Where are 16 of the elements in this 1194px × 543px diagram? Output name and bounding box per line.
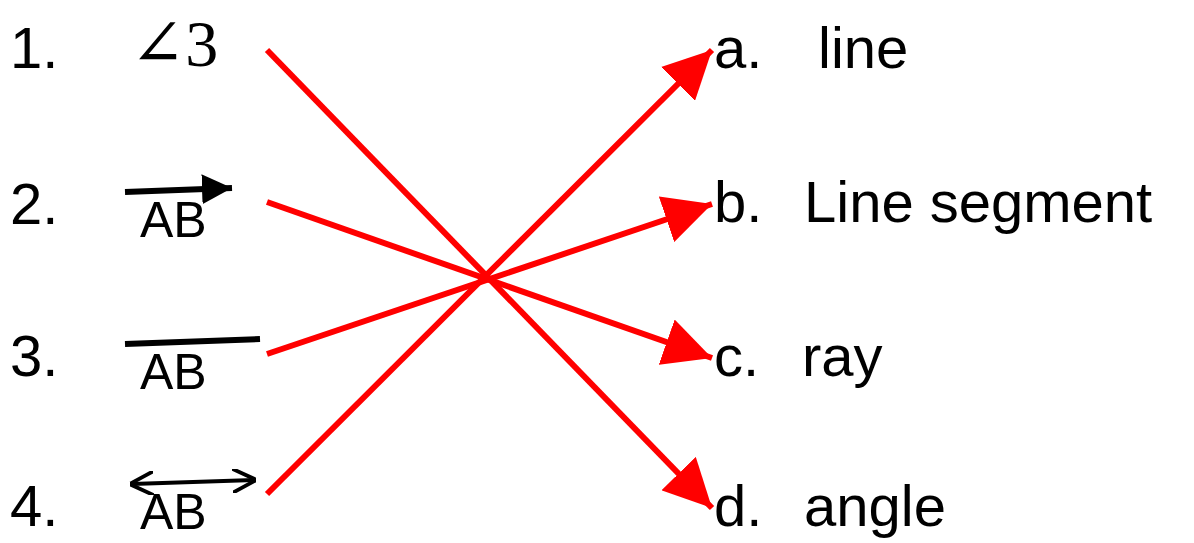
item-label: 2.: [10, 172, 59, 236]
item-label: 1.: [10, 16, 59, 80]
item-label: 4.: [10, 474, 59, 538]
math-symbol: ∠3: [130, 12, 219, 76]
item-label: d.: [714, 474, 763, 538]
item-label: b.: [714, 170, 763, 234]
item-label: a.: [714, 16, 763, 80]
term: Line segment: [804, 170, 1153, 234]
item-label: 3.: [10, 324, 59, 388]
math-symbol: AB: [140, 192, 207, 248]
item-label: c.: [714, 324, 760, 388]
term: ray: [802, 324, 883, 388]
term: angle: [804, 474, 946, 538]
term: line: [818, 16, 909, 80]
math-symbol: AB: [140, 344, 207, 400]
math-symbol: AB: [140, 484, 207, 540]
